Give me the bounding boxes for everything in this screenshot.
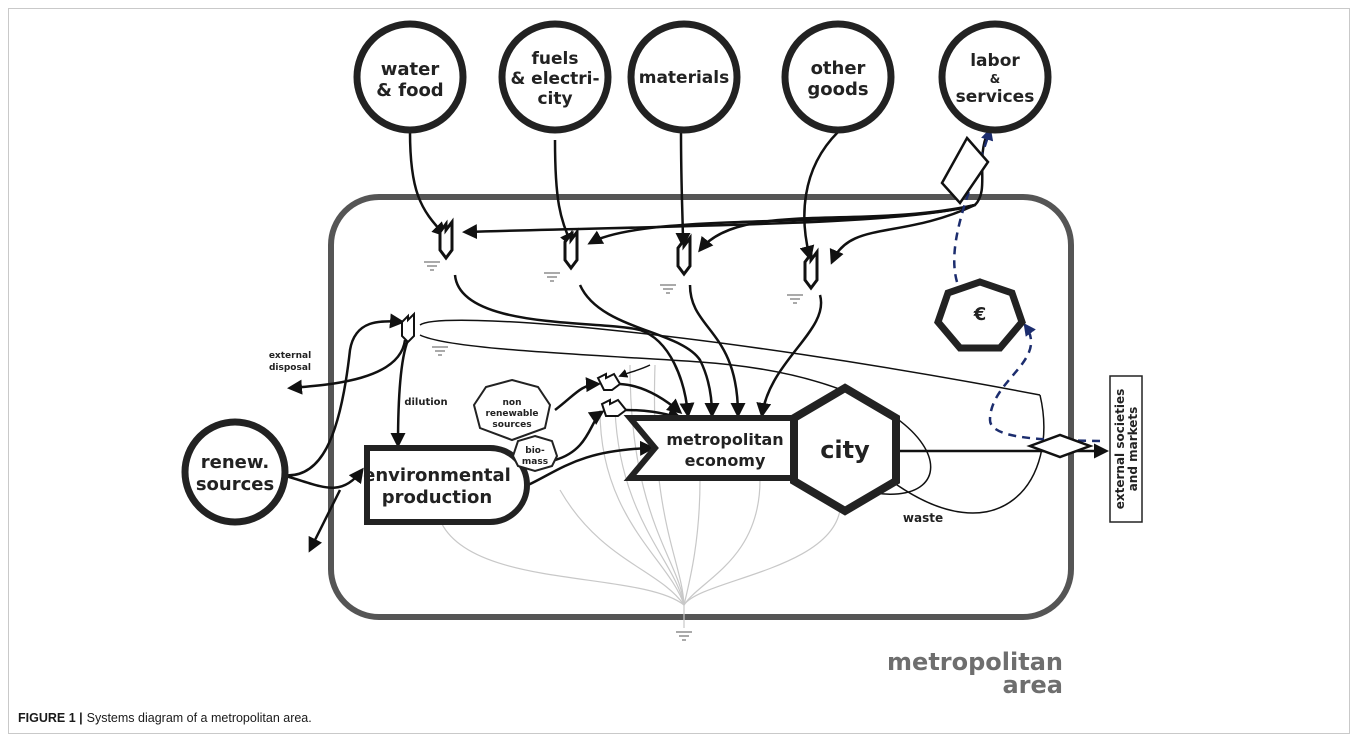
biomass-label-2: mass (522, 457, 548, 467)
metro-area-label-line1: metropolitan (887, 648, 1063, 676)
source-materials-label: materials (639, 68, 729, 88)
market-transaction-diamond (1026, 433, 1094, 459)
interaction-tank-biomass (600, 398, 628, 417)
city-node: city (790, 383, 900, 516)
figure-caption-label: FIGURE 1 | (18, 711, 83, 725)
figure-frame (8, 8, 1350, 734)
biomass-label-1: bio- (525, 446, 545, 456)
ground-symbol-fuels (543, 272, 561, 282)
environmental-production-node: environmental production (363, 445, 530, 525)
source-fuels-label-1: fuels (532, 49, 579, 69)
source-water-food-label-2: & food (376, 80, 443, 101)
ground-symbol-main (675, 631, 693, 641)
euro-label: € (973, 304, 987, 325)
source-other-goods-label-1: other (811, 58, 866, 79)
external-markets-node: external societies and markets (1109, 375, 1143, 523)
source-other-goods-label-2: goods (807, 79, 868, 100)
metropolitan-area-label: metropolitan area (887, 648, 1063, 699)
metropolitan-economy-node: metropolitan economy (623, 415, 808, 481)
ground-symbol-materials (659, 284, 677, 294)
interaction-tank-fuels (563, 230, 579, 270)
source-other-goods: other goods (781, 20, 895, 134)
source-renewable: renew. sources (181, 418, 289, 526)
interaction-tank-nonrenewable (596, 372, 622, 391)
money-storage-node: € (934, 278, 1026, 352)
biomass-node: bio- mass (511, 434, 559, 473)
env-production-label-2: production (382, 487, 492, 508)
source-fuels-label-3: city (537, 89, 572, 109)
env-production-label-1: environmental (363, 465, 511, 486)
nonrenewable-label-2: renewable (485, 409, 538, 419)
nonrenewable-label-1: non (503, 398, 522, 408)
nonrenewable-label-3: sources (492, 420, 531, 430)
ground-symbol-goods (786, 294, 804, 304)
city-label: city (820, 436, 870, 464)
labor-transaction-diamond (940, 135, 990, 206)
metro-area-label-line2: area (1002, 671, 1063, 699)
external-disposal-label-1: external (269, 351, 311, 361)
non-renewable-sources-node: non renewable sources (472, 378, 552, 442)
metro-economy-label-2: economy (685, 451, 766, 470)
source-labor-label-2: & (990, 72, 1000, 86)
interaction-tank-recycle (401, 311, 415, 344)
ground-symbol-recycle (431, 346, 449, 356)
waste-label: waste (903, 511, 943, 525)
source-renew-label-2: sources (196, 474, 274, 495)
figure-caption-text: Systems diagram of a metropolitan area. (86, 711, 312, 725)
source-water-food: water & food (353, 20, 467, 134)
interaction-tank-water (438, 220, 454, 260)
ground-symbol-water (423, 261, 441, 271)
metro-economy-label-1: metropolitan (666, 430, 783, 449)
source-labor-label-3: services (956, 87, 1035, 107)
source-materials: materials (627, 20, 741, 134)
dilution-label: dilution (404, 397, 447, 408)
external-disposal-label-2: disposal (269, 363, 311, 373)
figure-caption: FIGURE 1 |Systems diagram of a metropoli… (18, 711, 312, 725)
metropolitan-area-boundary (328, 194, 1074, 620)
source-fuels-electricity: fuels & electri- city (498, 20, 612, 134)
source-labor-services: labor & services (938, 20, 1052, 134)
source-renew-label-1: renew. (201, 452, 269, 473)
external-markets-label-2: and markets (1126, 407, 1140, 492)
interaction-tank-materials (676, 236, 692, 276)
source-labor-label-1: labor (970, 51, 1020, 71)
external-markets-label-1: external societies (1113, 389, 1127, 510)
interaction-tank-goods (803, 250, 819, 290)
source-water-food-label-1: water (381, 59, 440, 80)
source-fuels-label-2: & electri- (510, 69, 599, 89)
